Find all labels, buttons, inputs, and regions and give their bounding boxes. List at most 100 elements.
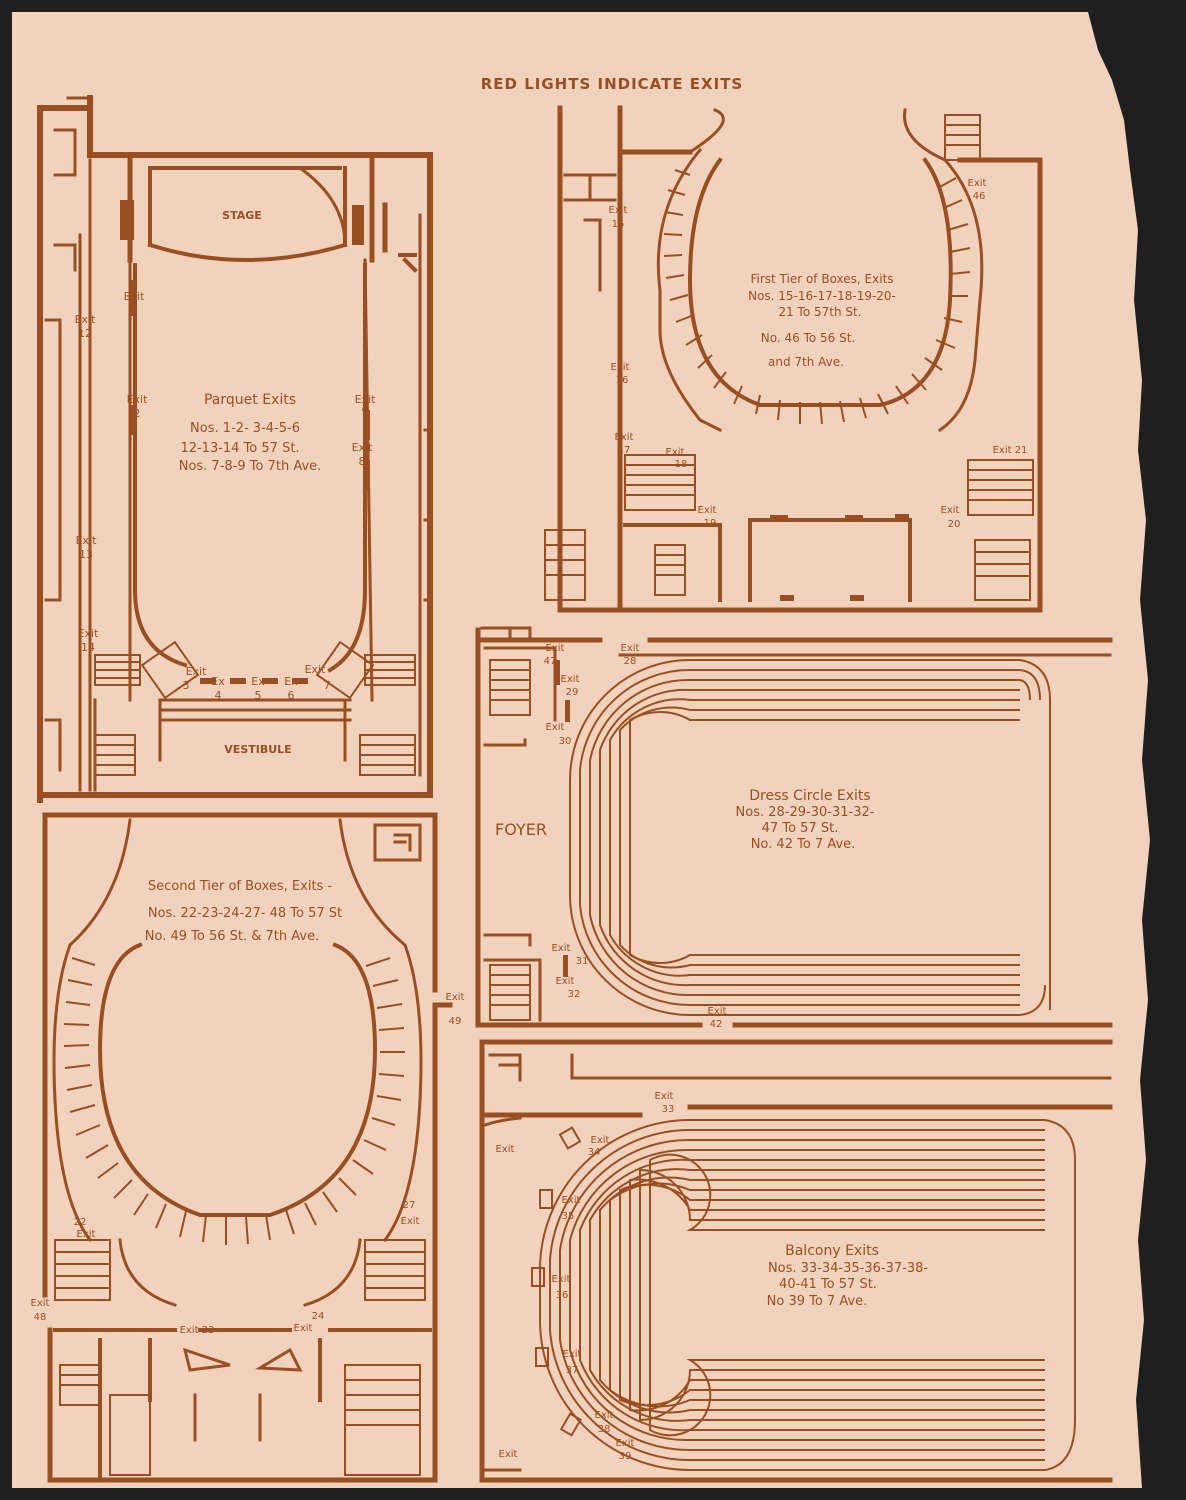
exit-number-39: 39 [619, 1451, 632, 1462]
exit-label-42: Exit [708, 1006, 727, 1017]
header-title: RED LIGHTS INDICATE EXITS [481, 75, 743, 93]
seating-row [549, 1128, 1045, 1462]
parquet-vestibule-label: VESTIBULE [224, 743, 291, 756]
parquet-stage-label: STAGE [222, 209, 262, 222]
seating-row [599, 688, 1020, 987]
dress-circle-caption-line: 47 To 57 St. [762, 821, 839, 836]
exit-number-33: 33 [662, 1104, 675, 1115]
dress-circle-caption-title: Dress Circle Exits [749, 788, 870, 804]
exit-label-48: Exit [31, 1298, 50, 1309]
exit-label-41: Exit [499, 1449, 518, 1460]
balcony-caption-line: Nos. 33-34-35-36-37-38- [768, 1261, 928, 1276]
first-tier-caption-line: No. 46 To 56 St. [761, 331, 856, 345]
parquet-caption-line: Nos. 7-8-9 To 7th Ave. [179, 459, 322, 474]
exit-label-27: Exit [401, 1216, 420, 1227]
exit-number-27: 27 [403, 1200, 416, 1211]
exit-number-13: 13 [79, 548, 93, 561]
exit-number-15: 15 [612, 219, 625, 230]
exit-label-13: Exit [76, 534, 98, 547]
dress-circle-caption: Dress Circle Exits Nos. 28-29-30-31-32- … [736, 788, 875, 852]
exit-label-14: Exit [78, 627, 100, 640]
dress-circle-stairs [489, 659, 531, 1021]
exit-number-17: 17 [618, 445, 631, 456]
exit-number-30: 30 [559, 736, 572, 747]
exit-number-48: 48 [34, 1312, 47, 1323]
exit-number-9: 9 [362, 405, 369, 418]
balcony-rows [539, 1119, 1076, 1471]
exit-number-37: 37 [566, 1365, 579, 1376]
exit-label-49: Exit [446, 992, 465, 1003]
exit-number-19: 19 [704, 518, 717, 529]
seating-row [649, 1153, 1045, 1437]
exit-label-31: Exit [552, 943, 571, 954]
exit-label-24: Exit [294, 1323, 313, 1334]
seating-row [589, 1168, 1045, 1422]
exit-number-12: 12 [78, 327, 92, 340]
exit-label-35: Exit [562, 1195, 581, 1206]
exit-number-36: 36 [556, 1290, 569, 1301]
exit-number-1: 1 [131, 302, 138, 315]
seating-row [629, 1178, 1045, 1412]
exit-number-49: 49 [449, 1016, 462, 1027]
exit-label-21: Exit 21 [993, 445, 1028, 456]
exit-number-34: 34 [588, 1147, 601, 1158]
seating-row [579, 668, 1020, 1007]
exit-label-19: Exit [698, 505, 717, 516]
exit-label-36: Exit [552, 1274, 571, 1285]
exit-label-33: Exit [655, 1091, 674, 1102]
exit-label-7: Exit [305, 663, 327, 676]
exit-label-3: Exit [186, 665, 208, 678]
second-tier-stairs [54, 1239, 426, 1476]
seating-row [599, 1176, 1045, 1414]
exit-label-46: Exit [968, 178, 987, 189]
seating-row [609, 1182, 1045, 1408]
parquet-plan: STAGE VESTIBULE Parquet Exits Nos. 1-2- … [37, 95, 433, 803]
exit-number-18: 18 [675, 459, 688, 470]
exit-label-20: Exit [941, 505, 960, 516]
exit-label-5: Ex [251, 675, 265, 688]
dress-circle-plan: FOYER Dress Circle Exits Nos. 28-29-30-3… [475, 626, 1113, 1030]
balcony-plan: Balcony Exits Nos. 33-34-35-36-37-38- 40… [479, 1039, 1113, 1483]
exit-label-28: Exit [621, 643, 640, 654]
exit-number-46: 46 [973, 191, 986, 202]
parquet-caption-title: Parquet Exits [204, 392, 296, 408]
exit-label-15: Exit [609, 205, 628, 216]
first-tier-caption-line: 21 To 57th St. [778, 305, 861, 319]
exit-label-4: Ex [211, 675, 225, 688]
exit-label-29: Exit [561, 674, 580, 685]
balcony-caption: Balcony Exits Nos. 33-34-35-36-37-38- 40… [767, 1243, 929, 1309]
exit-label-23: Exit 23 [180, 1325, 215, 1336]
exit-label-38: Exit [595, 1410, 614, 1421]
exit-number-2: 2 [134, 407, 141, 420]
exit-number-7: 7 [324, 679, 331, 692]
exit-label-16: Exit [611, 362, 630, 373]
exit-label-22: Exit [77, 1229, 96, 1240]
seating-row [609, 698, 1020, 977]
first-tier-boxes [663, 169, 971, 425]
dress-circle-rows [569, 659, 1051, 1016]
seating-row [539, 1119, 1045, 1471]
exit-number-24: 24 [312, 1311, 325, 1322]
seating-row [569, 659, 1020, 1016]
exit-number-14: 14 [81, 641, 95, 654]
seating-row-ends [1019, 659, 1051, 1016]
second-tier-caption-line: Nos. 22-23-24-27- 48 To 57 St [148, 906, 342, 921]
exit-label-12: Exit [75, 313, 97, 326]
second-tier-boxes [63, 957, 405, 1245]
exit-number-47: 47 [544, 656, 557, 667]
exit-number-20: 20 [948, 519, 961, 530]
exit-number-31: 31 [576, 956, 589, 967]
exit-number-4: 4 [215, 689, 222, 702]
exit-label-9: Exit [355, 393, 377, 406]
seating-row [629, 710, 1020, 965]
exit-label-18: Exit [666, 447, 685, 458]
exit-number-42: 42 [710, 1019, 723, 1030]
seating-row [589, 678, 1020, 997]
exit-label-1: Exit [124, 290, 146, 303]
exit-label-37: Exit [563, 1349, 582, 1360]
dress-circle-caption-line: Nos. 28-29-30-31-32- [736, 805, 875, 820]
second-tier-caption-line: No. 49 To 56 St. & 7th Ave. [145, 929, 319, 944]
exit-number-22: 22 [74, 1217, 87, 1228]
balcony-caption-line: No 39 To 7 Ave. [767, 1294, 868, 1309]
